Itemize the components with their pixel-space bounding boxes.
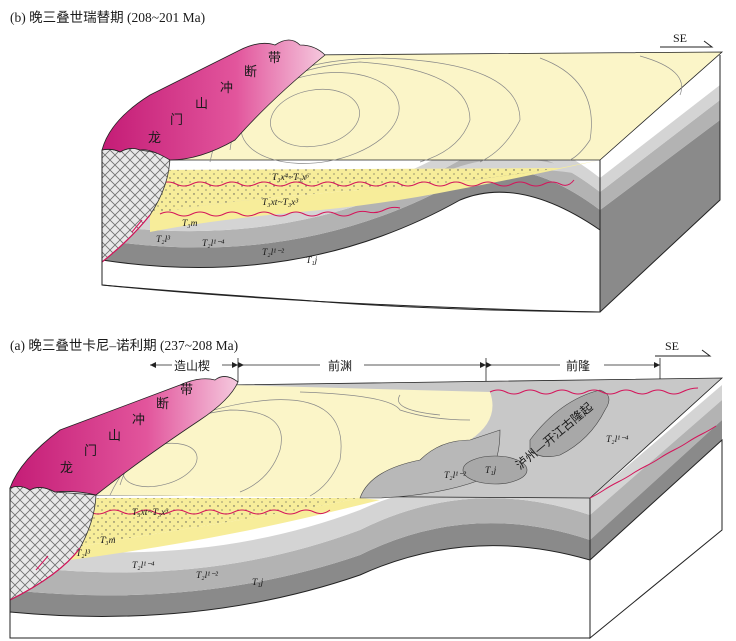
strat-a-tl3: T₂l³ xyxy=(76,549,90,559)
strat-a-txt: T₃xt~T₃x³ xyxy=(132,508,168,518)
strat-a-tl14: T₂l¹⁻⁴ xyxy=(132,561,155,571)
panel-a: (a) 晚三叠世卡尼–诺利期 (237~208 Ma) SE 造山楔 前渊 前隆 xyxy=(9,338,724,640)
strat-b-tf3: T₂l³ xyxy=(156,235,170,245)
top-surface-a xyxy=(9,376,724,499)
strat-b-tx: T₃x⁴~T₃x⁶ xyxy=(272,173,309,183)
strat-b-tj: T₁j xyxy=(306,256,318,266)
belt-char-b-0: 龙 xyxy=(148,131,161,146)
belt-char-b-2: 山 xyxy=(195,97,208,112)
se-label-b: SE xyxy=(673,31,687,45)
strat-a-tl12-left: T₂l¹⁻² xyxy=(196,571,218,581)
belt-char-a-4: 断 xyxy=(156,397,169,412)
strat-b-tf12: T₂l¹⁻² xyxy=(262,248,284,258)
belt-char-b-5: 带 xyxy=(268,51,281,66)
top-surface-b xyxy=(101,39,724,164)
strat-b-tf14: T₂l¹⁻⁴ xyxy=(202,239,225,249)
strat-labels-a: T₃xt~T₃x³ T₃m T₂l³ T₂l¹⁻⁴ T₂l¹⁻² T₁j T₂l… xyxy=(76,435,629,588)
belt-char-a-2: 山 xyxy=(108,429,121,444)
strat-a-tj-left: T₁j xyxy=(252,578,264,588)
belt-char-b-1: 门 xyxy=(170,113,183,128)
belt-char-a-1: 门 xyxy=(84,444,97,459)
strat-b-txt: T₃xt~T₃x³ xyxy=(262,198,298,208)
range-orogenic-wedge: 造山楔 xyxy=(174,359,210,373)
strat-a-tl14-right: T₂l¹⁻⁴ xyxy=(606,435,629,445)
se-arrow-b: SE xyxy=(660,31,714,48)
belt-char-b-4: 断 xyxy=(244,65,257,80)
belt-char-a-5: 带 xyxy=(180,383,193,398)
belt-char-b-3: 冲 xyxy=(220,81,233,96)
range-foredeep: 前渊 xyxy=(328,358,352,373)
panel-b: (b) 晚三叠世瑞替期 (208~201 Ma) SE xyxy=(10,10,724,313)
strat-a-tj-right: T₁j xyxy=(485,466,497,476)
belt-char-a-0: 龙 xyxy=(60,461,73,476)
panel-b-title: (b) 晚三叠世瑞替期 (208~201 Ma) xyxy=(10,10,205,25)
strat-a-tm: T₃m xyxy=(100,536,116,546)
belt-label-a: 龙 门 山 冲 断 带 xyxy=(60,383,193,476)
range-forebulge: 前隆 xyxy=(566,358,590,373)
front-face-b xyxy=(101,55,721,313)
range-markers: 造山楔 前渊 前隆 xyxy=(150,357,661,382)
panel-a-title: (a) 晚三叠世卡尼–诺利期 (237~208 Ma) xyxy=(10,338,238,353)
se-label-a: SE xyxy=(665,339,679,353)
belt-label-b: 龙 门 山 冲 断 带 xyxy=(148,51,281,146)
se-arrow-a: SE xyxy=(655,339,712,357)
belt-char-a-3: 冲 xyxy=(132,413,145,428)
strat-labels-b: T₃x⁴~T₃x⁶ T₃xt~T₃x³ T₃m T₂l³ T₂l¹⁻⁴ T₂l¹… xyxy=(156,173,318,266)
strat-a-tl12-right: T₂l¹⁻² xyxy=(444,471,466,481)
strat-b-tm: T₃m xyxy=(182,219,198,229)
